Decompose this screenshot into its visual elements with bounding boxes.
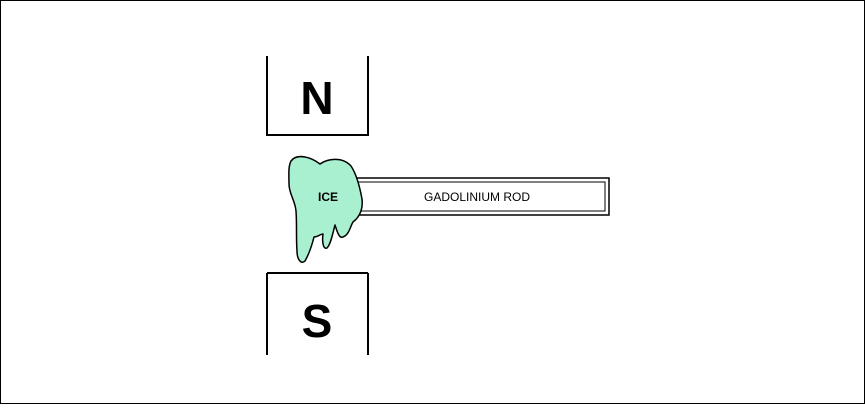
ice-label: ICE	[318, 190, 338, 204]
rod-label: GADOLINIUM ROD	[424, 190, 530, 204]
north-magnet: N	[266, 56, 369, 136]
south-magnet: S	[266, 272, 369, 355]
ice-shape	[288, 155, 363, 263]
south-magnet-label: S	[302, 295, 333, 347]
ice-blob: ICE	[288, 155, 363, 263]
gadolinium-rod: GADOLINIUM ROD	[345, 177, 610, 216]
north-magnet-label: N	[300, 72, 333, 124]
